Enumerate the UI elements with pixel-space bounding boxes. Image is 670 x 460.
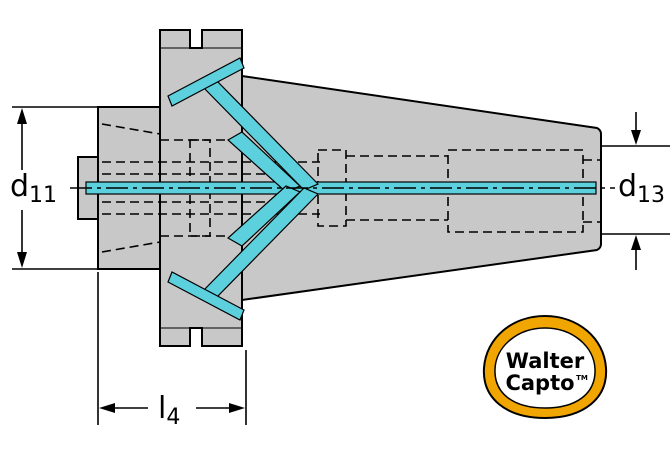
upper-coolant-branch	[226, 131, 302, 193]
walter-capto-logo: Walter Capto TM	[482, 314, 608, 420]
upper-coolant-inlet	[167, 57, 245, 107]
logo-line1: Walter	[506, 349, 585, 373]
dimension-l4	[97, 272, 247, 425]
flange-edges	[160, 47, 242, 329]
lower-coolant-branch	[226, 185, 302, 247]
dimension-d11-label: d11	[10, 169, 57, 208]
dimension-d11	[12, 106, 98, 270]
dimension-d13	[601, 112, 670, 270]
dimension-l4-label: l4	[158, 391, 180, 430]
lower-coolant-inlet	[167, 271, 245, 321]
dimension-d13-label: d13	[618, 169, 665, 208]
logo-line2: Capto	[505, 371, 574, 395]
logo-trademark: TM	[576, 374, 588, 382]
logo-ring-inner	[494, 327, 596, 409]
